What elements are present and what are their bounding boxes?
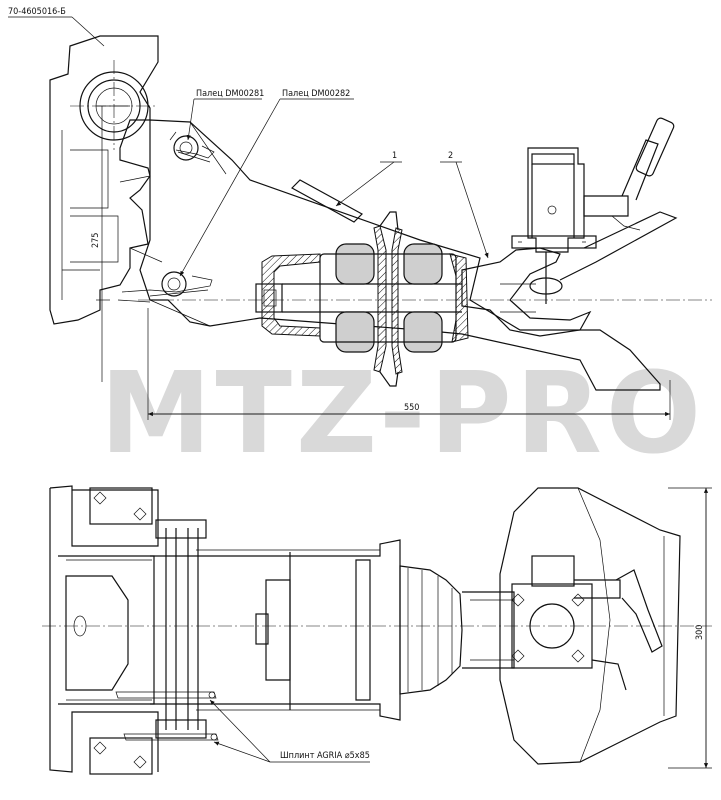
callout-1: 1 bbox=[392, 151, 397, 161]
side-view: 70-4605016-Б Палец DM00281 Палец DM00282 bbox=[8, 7, 712, 420]
bellows bbox=[399, 565, 463, 695]
drawing-number: 70-4605016-Б bbox=[8, 7, 66, 17]
pin-lower bbox=[161, 271, 187, 297]
callout-2: 2 bbox=[448, 151, 453, 161]
label-pin-1: Палец DM00281 bbox=[196, 89, 264, 99]
label-pin-2: Палец DM00282 bbox=[282, 89, 350, 99]
dim-300: 300 bbox=[695, 625, 705, 640]
dim-275: 275 bbox=[91, 233, 101, 248]
plan-view: 300 Шплинт AGRIA ⌀5x85 bbox=[42, 485, 712, 775]
rubber-dampers bbox=[335, 243, 443, 353]
dim-550: 550 bbox=[404, 403, 419, 413]
label-cotter-pin: Шплинт AGRIA ⌀5x85 bbox=[280, 751, 370, 761]
pin-upper bbox=[173, 135, 199, 161]
